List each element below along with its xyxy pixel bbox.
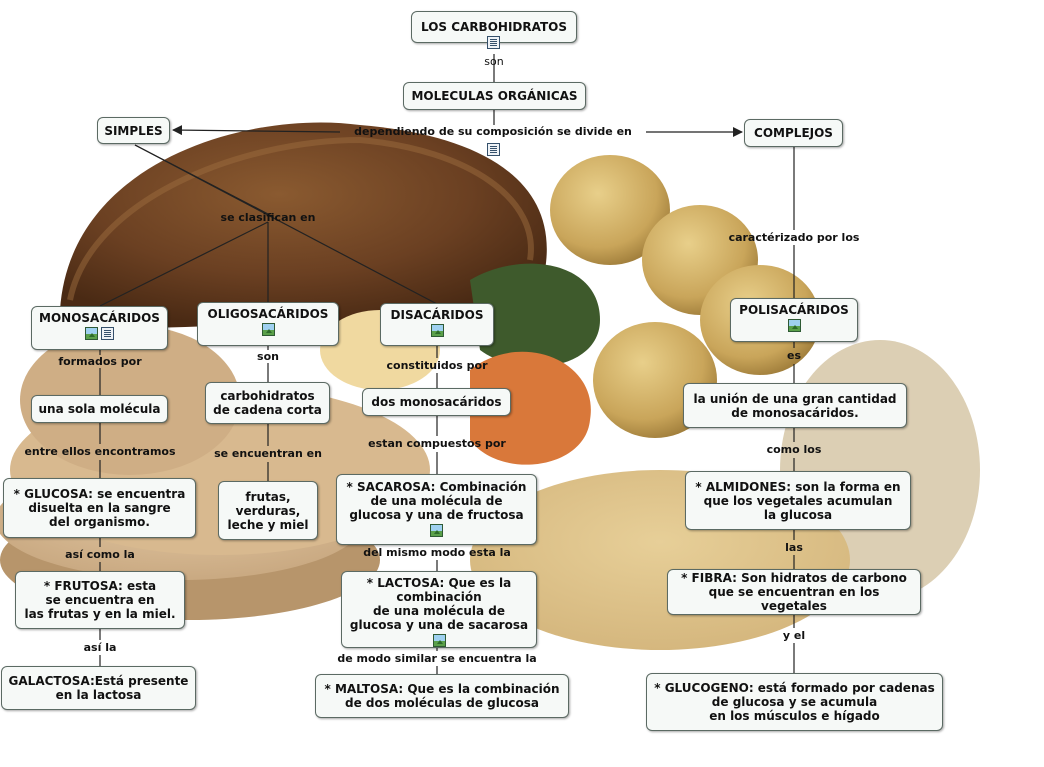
node-galactosa[interactable]: GALACTOSA:Está presente en la lactosa [1, 666, 196, 710]
link-label-mismo-modo: del mismo modo esta la [363, 546, 511, 559]
node-oligosacaridos[interactable]: OLIGOSACÁRIDOS [197, 302, 339, 346]
node-label: MONOSACÁRIDOS [39, 311, 160, 325]
image-icon[interactable] [430, 324, 444, 337]
node-label: * MALTOSA: Que es la combinación de dos … [324, 682, 560, 710]
link-label-dependiendo: dependiendo de su composición se divide … [354, 125, 632, 138]
node-complejos[interactable]: COMPLEJOS [744, 119, 843, 147]
node-maltosa[interactable]: * MALTOSA: Que es la combinación de dos … [315, 674, 569, 718]
node-label: DISACÁRIDOS [390, 308, 484, 322]
node-simples[interactable]: SIMPLES [97, 117, 170, 144]
image-icon[interactable] [85, 327, 98, 340]
link-label-formados: formados por [58, 355, 142, 368]
image-icon[interactable] [430, 524, 443, 537]
link-label-clasifican: se clasifican en [220, 211, 316, 224]
node-label: * GLUCOGENO: está formado por cadenas de… [654, 681, 935, 723]
node-disacaridos[interactable]: DISACÁRIDOS [380, 303, 494, 346]
image-icon[interactable] [787, 319, 801, 332]
image-icon[interactable] [261, 323, 275, 336]
node-label: dos monosacáridos [371, 395, 502, 409]
node-label: * FRUTOSA: esta se encuentra en las frut… [24, 579, 176, 621]
node-label: COMPLEJOS [754, 126, 833, 140]
node-frutosa[interactable]: * FRUTOSA: esta se encuentra en las frut… [15, 571, 185, 629]
link-label-son: son [484, 55, 504, 68]
node-union-monosacaridos[interactable]: la unión de una gran cantidad de monosac… [683, 383, 907, 428]
node-label: POLISACÁRIDOS [739, 303, 849, 317]
link-label-se-encuentran: se encuentran en [214, 447, 322, 460]
node-almidones[interactable]: * ALMIDONES: son la forma en que los veg… [685, 471, 911, 530]
node-fibra[interactable]: * FIBRA: Son hidratos de carbono que se … [667, 569, 921, 615]
document-icon[interactable] [487, 143, 500, 156]
link-label-y-el: y el [782, 629, 806, 642]
node-lactosa[interactable]: * LACTOSA: Que es la combinación de una … [341, 571, 537, 648]
node-dos-monosacaridos[interactable]: dos monosacáridos [362, 388, 511, 416]
link-label-constituidos: constituidos por [386, 359, 488, 372]
node-label: * LACTOSA: Que es la combinación de una … [349, 576, 529, 632]
node-label: una sola molécula [38, 402, 161, 416]
node-label: carbohidratos de cadena corta [213, 389, 322, 417]
image-icon[interactable] [432, 634, 446, 647]
link-label-como-los: como los [766, 443, 822, 456]
link-label-son-oligo: son [257, 350, 279, 363]
node-una-sola-molecula[interactable]: una sola molécula [31, 395, 168, 423]
node-label: SIMPLES [104, 123, 163, 138]
node-label: frutas, verduras, leche y miel [227, 489, 309, 532]
document-icon[interactable] [101, 327, 114, 340]
document-icon[interactable] [487, 36, 500, 49]
node-label: * GLUCOSA: se encuentra disuelta en la s… [13, 487, 186, 529]
node-glucogeno[interactable]: * GLUCOGENO: está formado por cadenas de… [646, 673, 943, 731]
node-glucosa[interactable]: * GLUCOSA: se encuentra disuelta en la s… [3, 478, 196, 538]
node-moleculas-organicas[interactable]: MOLECULAS ORGÁNICAS [403, 82, 586, 110]
node-label: la unión de una gran cantidad de monosac… [693, 391, 897, 420]
node-polisacaridos[interactable]: POLISACÁRIDOS [730, 298, 858, 342]
link-label-entre-ellos: entre ellos encontramos [24, 445, 176, 458]
link-label-modo-similar: de modo similar se encuentra la [337, 652, 537, 665]
link-divide-simples [172, 125, 341, 136]
link-label-asi-como: así como la [65, 548, 135, 561]
link-label-las: las [785, 541, 803, 554]
node-sacarosa[interactable]: * SACAROSA: Combinación de una molécula … [336, 474, 537, 545]
link-label-caracterizado: caractérizado por los [728, 231, 860, 244]
node-monosacaridos[interactable]: MONOSACÁRIDOS [31, 306, 168, 350]
node-frutas-verduras[interactable]: frutas, verduras, leche y miel [218, 481, 318, 540]
link-label-es: es [786, 349, 802, 362]
node-label: LOS CARBOHIDRATOS [420, 20, 567, 34]
node-label: MOLECULAS ORGÁNICAS [411, 89, 578, 103]
node-label: OLIGOSACÁRIDOS [207, 307, 329, 321]
link-clasifican-disa [134, 144, 438, 305]
node-label: * FIBRA: Son hidratos de carbono que se … [681, 571, 907, 613]
link-label-compuestos: estan compuestos por [368, 437, 506, 450]
node-label: GALACTOSA:Está presente en la lactosa [8, 674, 189, 702]
link-clasifican-mono [99, 221, 269, 307]
node-label: * ALMIDONES: son la forma en que los veg… [695, 479, 901, 522]
node-label: * SACAROSA: Combinación de una molécula … [346, 480, 527, 522]
link-label-asi-la: así la [83, 641, 117, 654]
node-cadena-corta[interactable]: carbohidratos de cadena corta [205, 382, 330, 424]
